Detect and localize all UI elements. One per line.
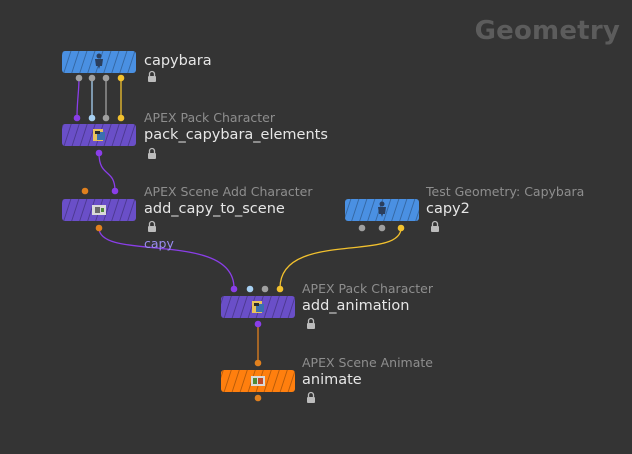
node-type-add-animation: APEX Pack Character (302, 281, 433, 296)
wire-capy2-to-add-animation (279, 227, 402, 289)
network-context-label: Geometry (474, 16, 620, 46)
node-name-capy2[interactable]: capy2 (426, 201, 470, 217)
lock-icon[interactable] (307, 391, 315, 404)
scene-add-icon (92, 205, 106, 215)
output-port-3[interactable] (397, 224, 405, 232)
input-port-4[interactable] (276, 285, 284, 293)
pack-character-icon (252, 301, 264, 313)
input-port-2[interactable] (246, 285, 254, 293)
lock-icons (148, 70, 439, 404)
wire-scene-add-to-add-animation (98, 227, 235, 289)
node-add-animation[interactable] (221, 285, 295, 328)
input-port-1[interactable] (81, 187, 89, 195)
wire-label-capy: capy (144, 236, 174, 251)
input-port-4[interactable] (117, 114, 125, 122)
output-port-1[interactable] (75, 74, 83, 82)
figure-icon (378, 201, 386, 217)
node-type-pack-capybara-elements: APEX Pack Character (144, 110, 275, 125)
input-port[interactable] (254, 359, 262, 367)
wires (76, 77, 402, 363)
output-port-2[interactable] (88, 74, 96, 82)
output-port[interactable] (95, 149, 103, 157)
output-port-4[interactable] (117, 74, 125, 82)
node-name-add-animation[interactable]: add_animation (302, 298, 410, 314)
input-port-1[interactable] (73, 114, 81, 122)
figure-icon (95, 53, 103, 69)
node-name-animate[interactable]: animate (302, 372, 362, 388)
node-type-animate: APEX Scene Animate (302, 355, 433, 370)
node-animate[interactable] (221, 359, 295, 402)
output-port[interactable] (254, 394, 262, 402)
wire-capybara-out1-to-pack-in1 (76, 77, 80, 119)
lock-icon[interactable] (148, 70, 156, 83)
input-port-3[interactable] (102, 114, 110, 122)
node-type-capy2: Test Geometry: Capybara (426, 184, 585, 199)
pack-character-icon (93, 129, 105, 141)
scene-animate-icon (251, 376, 265, 386)
node-name-capybara[interactable]: capybara (144, 53, 212, 69)
output-port[interactable] (254, 320, 262, 328)
wire-pack-to-scene-add (98, 152, 116, 192)
node-pack-capybara-elements[interactable] (62, 114, 136, 157)
lock-icon[interactable] (148, 220, 156, 233)
node-capybara[interactable] (62, 51, 136, 82)
input-port-2[interactable] (111, 187, 119, 195)
node-add-capy-to-scene[interactable] (62, 187, 136, 232)
output-port-3[interactable] (102, 74, 110, 82)
output-port[interactable] (95, 224, 103, 232)
node-name-pack-capybara-elements[interactable]: pack_capybara_elements (144, 127, 328, 143)
lock-icon[interactable] (148, 147, 156, 160)
input-port-2[interactable] (88, 114, 96, 122)
output-port-2[interactable] (378, 224, 386, 232)
node-name-add-capy-to-scene[interactable]: add_capy_to_scene (144, 201, 285, 217)
input-port-1[interactable] (230, 285, 238, 293)
output-port-1[interactable] (358, 224, 366, 232)
node-type-add-capy-to-scene: APEX Scene Add Character (144, 184, 313, 199)
node-capy2[interactable] (345, 199, 419, 232)
lock-icon[interactable] (431, 220, 439, 233)
lock-icon[interactable] (307, 317, 315, 330)
input-port-3[interactable] (261, 285, 269, 293)
